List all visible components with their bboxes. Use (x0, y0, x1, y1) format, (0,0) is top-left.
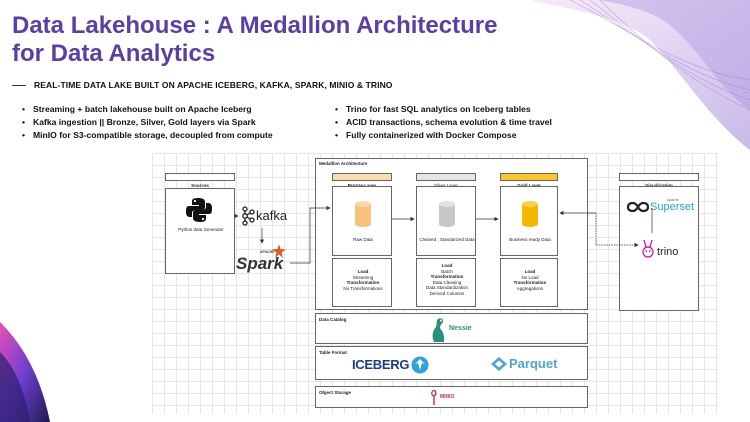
table-format-label: Table Format (319, 350, 347, 355)
list-item: Streaming + batch lakehouse built on Apa… (22, 103, 273, 116)
gold-desc-transformation: Transformation (513, 280, 547, 285)
object-storage-label: Object Storage (319, 390, 352, 395)
spark-small-label: APACHE (260, 250, 275, 254)
gold-data-box: Business ready Data (500, 186, 558, 256)
minio-icon (431, 390, 437, 405)
feature-list-left: Streaming + batch lakehouse built on Apa… (22, 103, 273, 142)
list-item: Fully containerized with Docker Compose (335, 129, 552, 142)
bronze-data-box: Raw Data (332, 186, 392, 256)
spark-label: Spark (236, 254, 284, 273)
decorative-gradient-top-right (530, 0, 750, 150)
iceberg-icon (411, 356, 429, 374)
parquet-icon (491, 357, 507, 371)
gold-desc-aggregations: Aggregations (516, 285, 544, 291)
nessie-icon (432, 318, 445, 342)
table-format-box: Table Format ICEBERG Parquet (315, 346, 588, 380)
subtitle-divider (12, 85, 26, 86)
bronze-desc-transform-type: No Transformations (343, 285, 383, 291)
silver-database-icon (439, 201, 455, 227)
gold-desc-load: Load (524, 269, 536, 274)
superset-label: Superset (650, 201, 695, 213)
data-catalog-label: Data Catalog (319, 317, 347, 322)
medallion-label: Medallion Architecture (319, 161, 368, 166)
kafka-icon (242, 206, 255, 226)
kafka-label: kafka (256, 208, 288, 223)
silver-desc-load: Load (441, 263, 453, 268)
bronze-desc-box: Load Streaming Transformation No Transfo… (332, 258, 392, 307)
silver-desc-load-type: Batch (441, 268, 453, 274)
silver-desc-derived: Derived Columns (429, 290, 465, 296)
gold-desc-box: Load No Load Transformation Aggregations (500, 258, 558, 307)
bronze-desc-transformation: Transformation (346, 280, 380, 285)
silver-header: Silver Layer (416, 173, 476, 188)
list-item: Trino for fast SQL analytics on Iceberg … (335, 103, 552, 116)
gold-header: Gold Layer (500, 173, 558, 188)
iceberg-label: ICEBERG (352, 357, 410, 372)
sources-box: Python data Generator (165, 188, 235, 274)
python-label: Python data Generator (178, 227, 224, 232)
nessie-label: Nessie (449, 325, 472, 332)
parquet-label: Parquet (509, 356, 558, 371)
object-storage-box: Object Storage MINIO (315, 386, 588, 408)
visualization-box: Apache Superset trino (619, 186, 699, 311)
list-item: Kafka ingestion || Bronze, Silver, Gold … (22, 116, 273, 129)
spark-star-icon (272, 244, 286, 258)
trino-label: trino (657, 246, 679, 258)
bronze-header: Bronze Layer (332, 173, 392, 188)
visualization-header: Visualization (619, 173, 699, 188)
gold-database-icon (522, 201, 538, 227)
page-subtitle: REAL-TIME DATA LAKE BUILT ON APACHE ICEB… (34, 80, 393, 90)
bronze-data-label: Raw Data (353, 237, 373, 242)
gold-data-label: Business ready Data (509, 237, 551, 242)
bronze-desc-load: Load (357, 269, 369, 274)
bronze-desc-load-type: Streaming (352, 274, 374, 280)
data-catalog-box: Data Catalog Nessie (315, 313, 588, 344)
silver-data-box: Cleaned , Standarized Data (416, 186, 476, 256)
gold-desc-load-type: No Load (521, 274, 539, 280)
trino-bunny-icon (642, 240, 654, 258)
minio-label: MINIO (440, 394, 455, 400)
silver-data-label: Cleaned , Standarized Data (419, 237, 475, 242)
superset-small-label: Apache (667, 198, 679, 202)
superset-icon (627, 201, 649, 213)
silver-desc-standardization: Data Standardization (425, 285, 469, 290)
list-item: MinIO for S3-compatible storage, decoupl… (22, 129, 273, 142)
decorative-gradient-bottom-left (0, 322, 50, 422)
silver-desc-box: Load Batch Transformation Data Cleaning … (416, 258, 476, 307)
python-icon (186, 198, 212, 222)
silver-desc-cleaning: Data Cleaning (432, 279, 462, 285)
list-item: ACID transactions, schema evolution & ti… (335, 116, 552, 129)
page-title: Data Lakehouse : A Medallion Architectur… (12, 12, 498, 67)
architecture-diagram: Sources Python data Generator kafka APAC… (152, 153, 718, 414)
silver-desc-transformation: Transformation (430, 274, 464, 279)
feature-list-right: Trino for fast SQL analytics on Iceberg … (335, 103, 552, 142)
sources-header: Sources (165, 173, 235, 188)
bronze-database-icon (355, 201, 371, 227)
